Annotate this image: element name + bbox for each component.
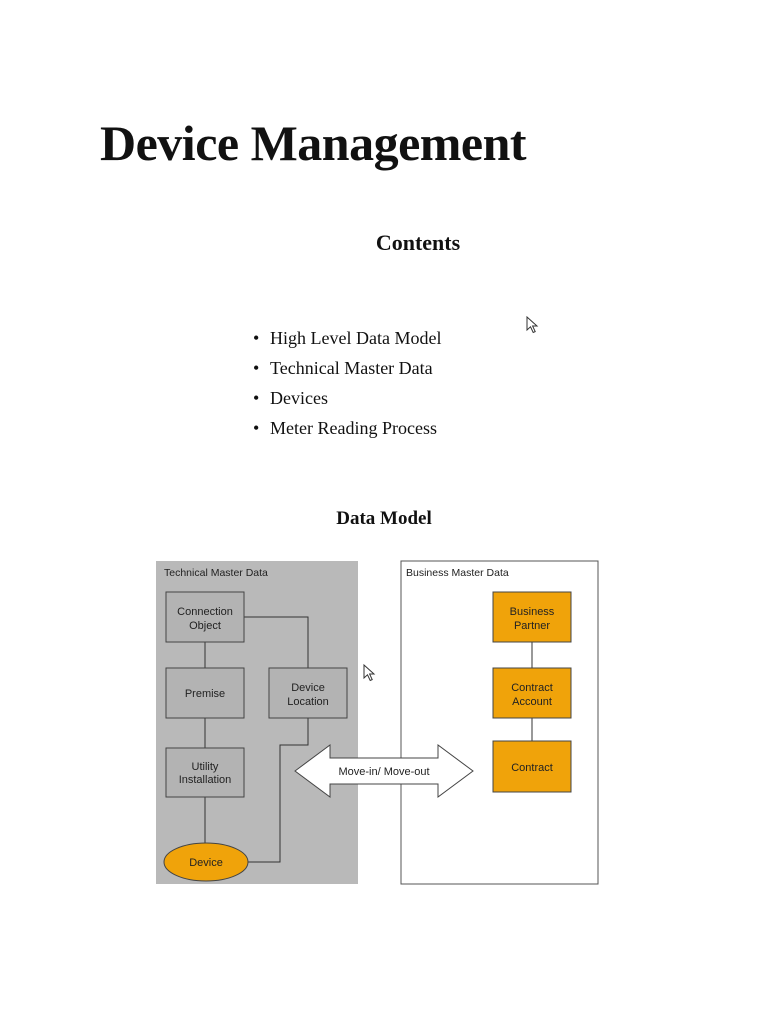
technical-panel-label: Technical Master Data [164,567,268,579]
utility-installation-node: Utility Installation [165,747,245,798]
svg-text:Location: Location [287,696,329,708]
connection-object-node: Connection Object [165,591,245,643]
svg-text:Premise: Premise [185,688,225,700]
page-title: Device Management [100,115,527,171]
arrow-label: Move-in/ Move-out [338,766,429,778]
contents-list: •High Level Data Model •Technical Master… [253,324,441,444]
svg-text:Object: Object [189,620,221,632]
contents-heading: Contents [375,230,461,255]
svg-text:Utility: Utility [192,761,219,773]
svg-text:Business: Business [510,606,555,618]
svg-text:Partner: Partner [514,620,550,632]
bullet-icon: • [253,358,260,378]
svg-text:Device: Device [189,857,223,869]
bullet-icon: • [253,388,260,408]
contract-account-node: Contract Account [492,667,572,719]
business-partner-node: Business Partner [492,591,572,643]
device-location-node: Device Location [268,667,348,719]
contents-item: •Technical Master Data [253,354,441,384]
contents-item: •Devices [253,384,441,414]
data-model-heading: Data Model [336,508,432,529]
move-in-move-out-arrow: Move-in/ Move-out [294,744,474,798]
bullet-icon: • [253,418,260,438]
technical-connectors [204,616,309,863]
svg-text:Device: Device [291,682,325,694]
svg-text:Contract: Contract [511,762,553,774]
mouse-cursor-icon [363,663,376,682]
contents-item: •Meter Reading Process [253,414,441,444]
contract-node: Contract [492,740,572,793]
svg-text:Contract: Contract [511,682,553,694]
svg-text:Account: Account [512,696,552,708]
device-node: Device [163,842,249,882]
contents-item: •High Level Data Model [253,324,441,354]
business-panel-label: Business Master Data [406,567,509,579]
mouse-cursor-icon [526,316,539,334]
bullet-icon: • [253,328,260,348]
premise-node: Premise [165,667,245,719]
svg-text:Installation: Installation [179,774,232,786]
svg-text:Connection: Connection [177,606,233,618]
